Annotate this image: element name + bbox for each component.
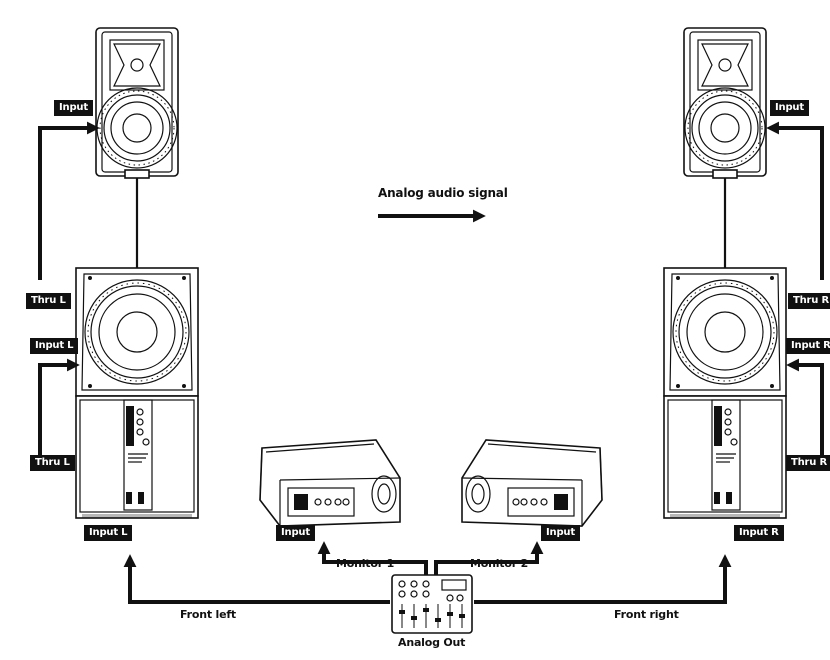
left-thru-lower-tag: Thru L	[30, 455, 75, 471]
left-top-input-tag: Input	[54, 100, 93, 116]
right-input-bottom-tag: Input R	[734, 525, 784, 541]
monitor-2-line	[434, 541, 544, 575]
left-sub-upper	[75, 267, 199, 397]
monitor-2-label: Monitor 2	[470, 557, 529, 570]
monitor-2-input-tag: Input	[541, 525, 580, 541]
monitor-2-speaker	[461, 439, 603, 527]
right-sub-lower	[663, 395, 787, 519]
right-top-speaker	[683, 27, 767, 177]
left-top-speaker	[95, 27, 179, 177]
left-thru-upper-tag: Thru L	[26, 293, 71, 309]
monitor-1-line	[317, 541, 428, 575]
left-sub-lower	[75, 395, 199, 519]
front-left-label: Front left	[180, 608, 236, 621]
analog-out-label: Analog Out	[398, 636, 466, 649]
left-thru-to-top-input-line	[38, 121, 100, 280]
left-input-bottom-tag: Input L	[84, 525, 133, 541]
right-thru-upper-tag: Thru R	[788, 293, 830, 309]
mixer	[391, 574, 473, 634]
right-sub-upper	[663, 267, 787, 397]
monitor-1-label: Monitor 1	[336, 557, 395, 570]
front-right-label: Front right	[614, 608, 679, 621]
front-right-line	[474, 554, 732, 604]
left-input-mid-tag: Input L	[30, 338, 79, 354]
right-thru-to-top-input-line	[766, 121, 824, 280]
right-input-mid-tag: Input R	[786, 338, 830, 354]
monitor-1-speaker	[259, 439, 401, 527]
right-thru-lower-tag: Thru R	[786, 455, 830, 471]
legend-label: Analog audio signal	[378, 186, 508, 200]
front-left-line	[123, 554, 390, 604]
right-top-input-tag: Input	[770, 100, 809, 116]
right-thru-to-sub-input-line	[786, 358, 824, 456]
left-thru-to-sub-input-line	[38, 358, 80, 456]
monitor-1-input-tag: Input	[276, 525, 315, 541]
